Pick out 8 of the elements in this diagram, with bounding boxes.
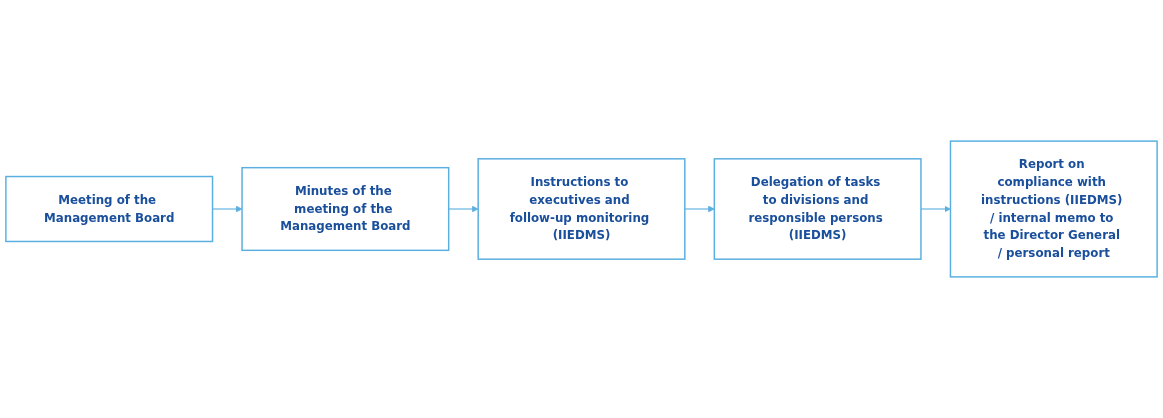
node-box: Report on compliance with instructions (IIEDMS) / internal memo to the Director General / personal report xyxy=(949,140,1158,278)
node-box: Minutes of the meeting of the Management Board xyxy=(241,166,450,252)
arrow xyxy=(920,205,951,213)
node-box: Meeting of the Management Board xyxy=(5,175,214,243)
node-box: Delegation of tasks to divisions and responsible persons (IIEDMS) xyxy=(713,158,922,260)
arrow xyxy=(448,205,479,213)
node-box: Instructions to executives and follow-up monitoring (IIEDMS) xyxy=(477,158,686,260)
arrow xyxy=(684,205,715,213)
